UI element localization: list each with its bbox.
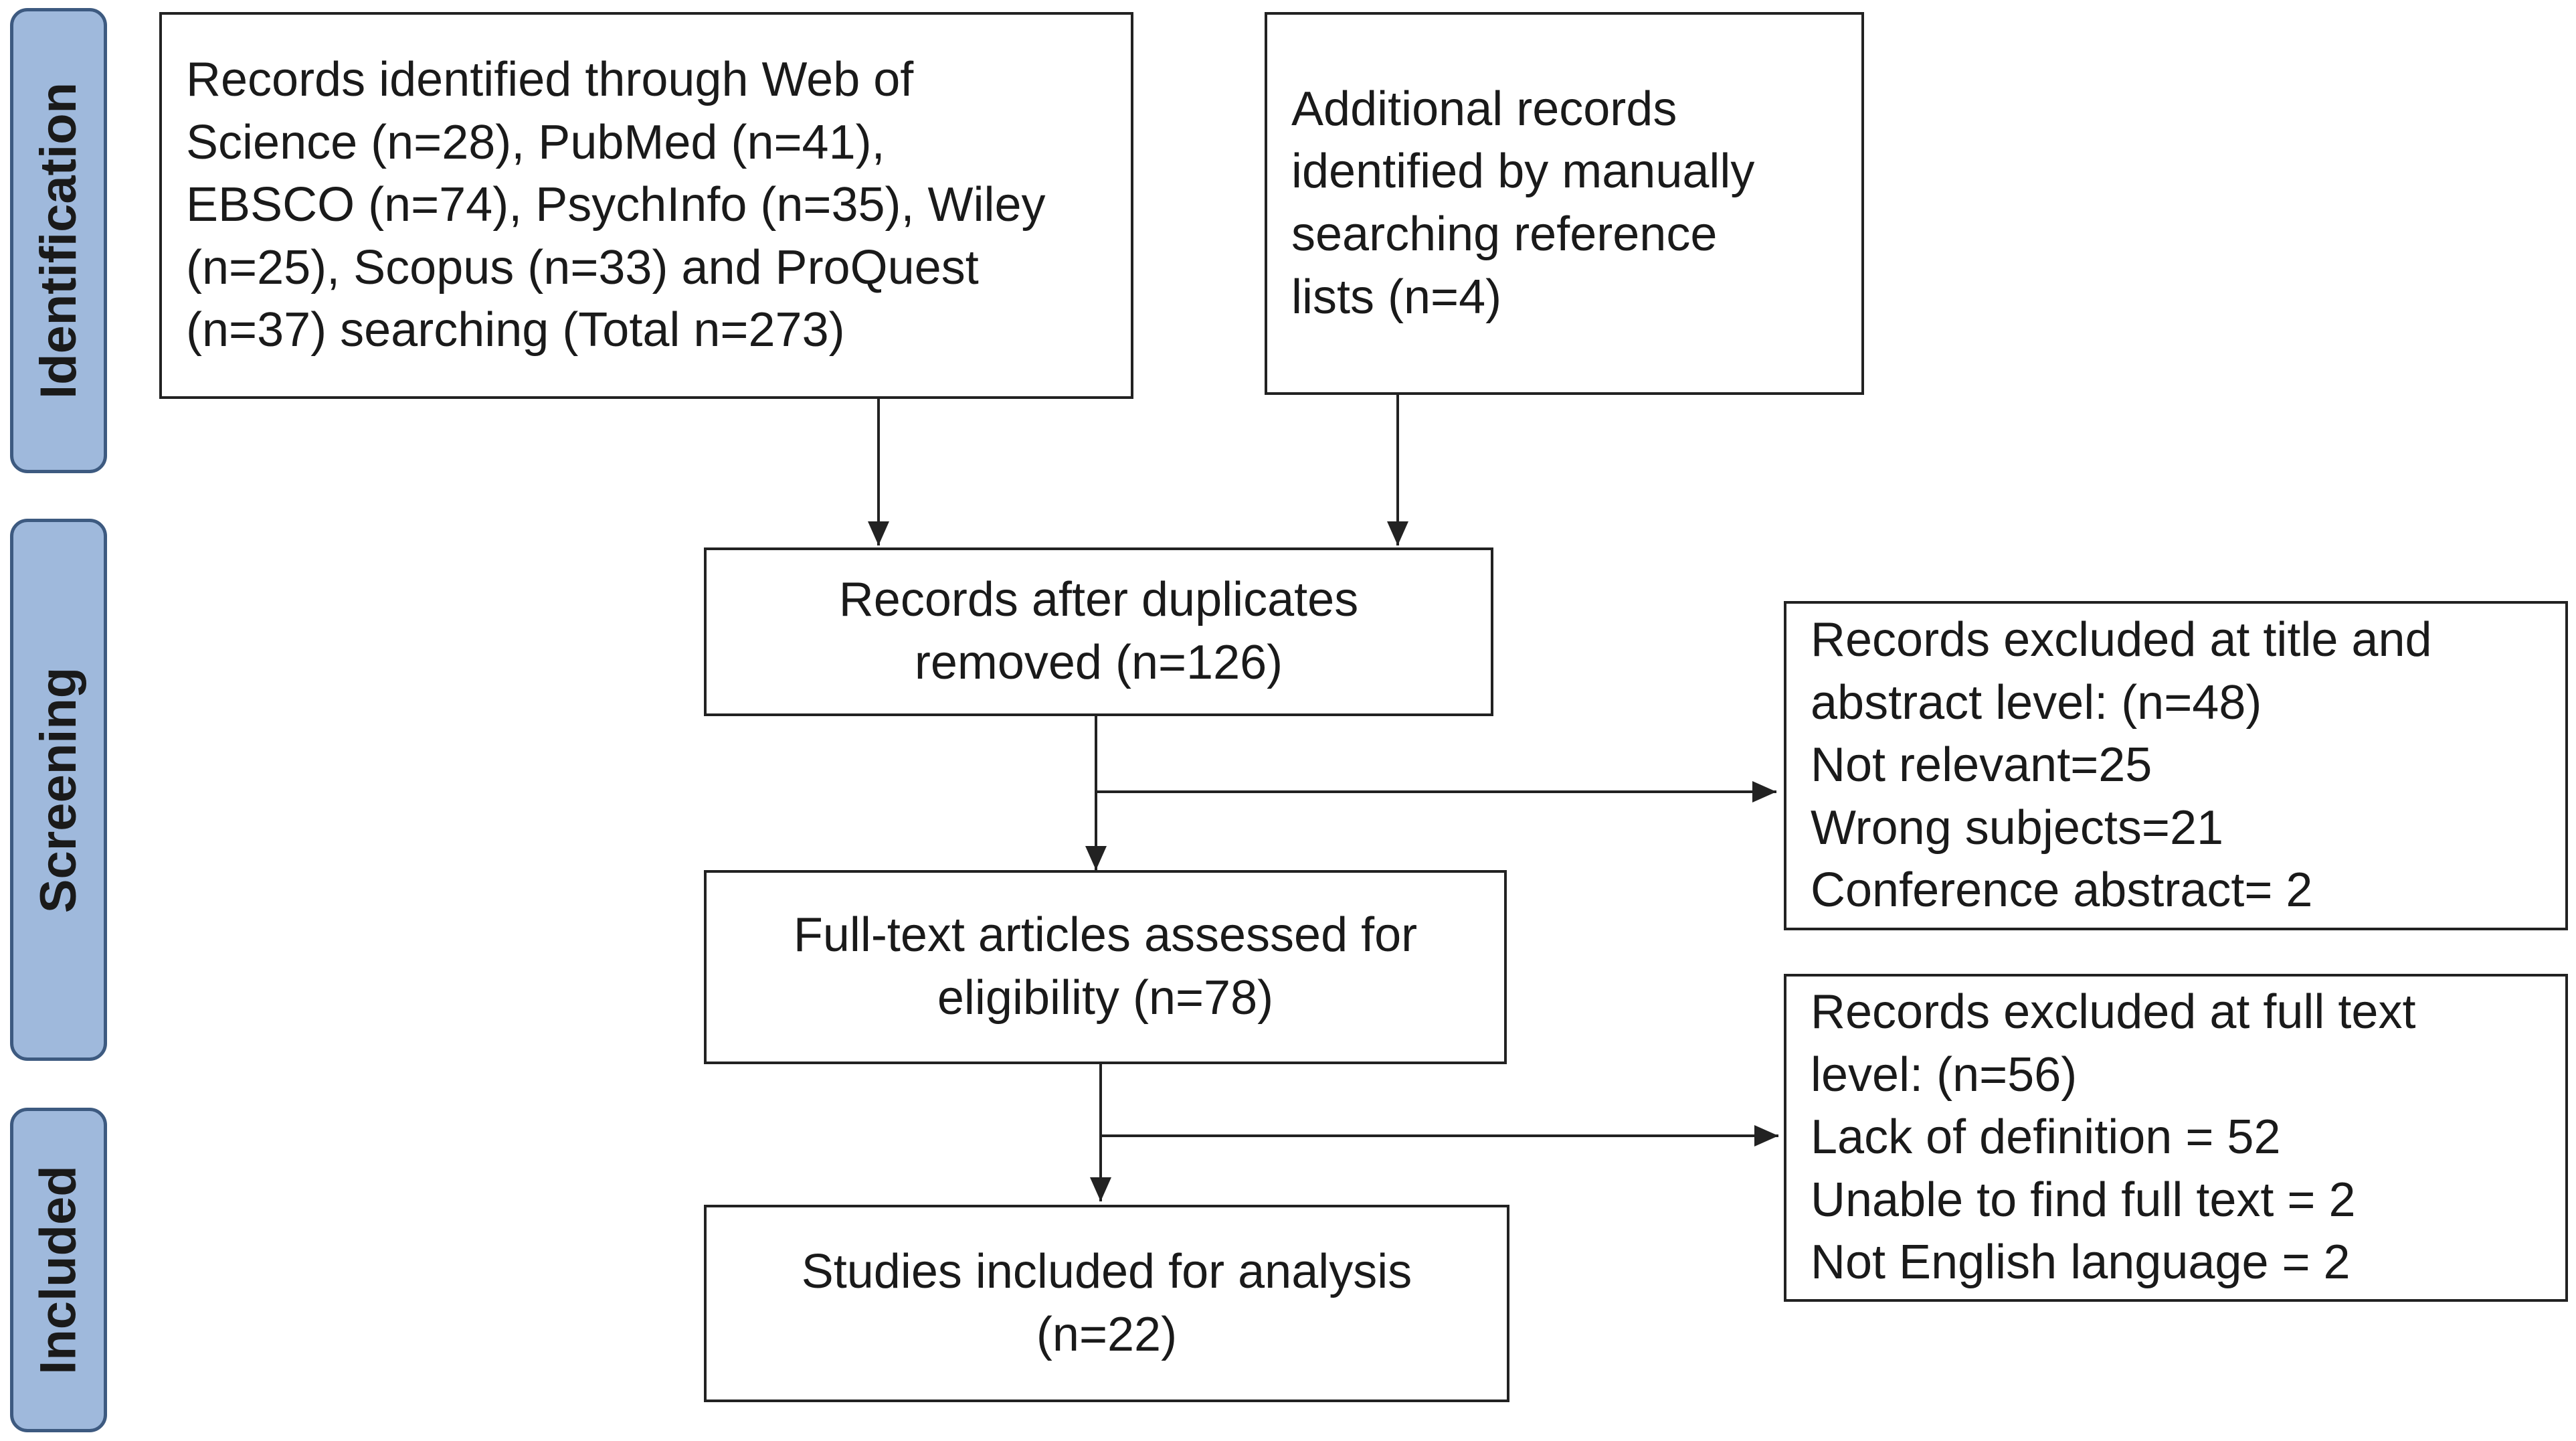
excluded-title-abstract-line: Records excluded at title and — [1811, 613, 2432, 667]
phase-screening: Screening — [10, 519, 107, 1061]
excluded-title-abstract-box: Records excluded at title and abstract l… — [1784, 601, 2568, 930]
full-text-assessed-line: Full-text articles assessed for — [793, 908, 1418, 962]
full-text-assessed-line: eligibility (n=78) — [937, 971, 1274, 1025]
database-search-line: Records identified through Web of — [186, 53, 914, 107]
excluded-full-text-line: Lack of definition = 52 — [1811, 1110, 2281, 1165]
database-search-box: Records identified through Web of Scienc… — [159, 12, 1133, 399]
phase-screening-label: Screening — [30, 667, 87, 913]
database-search-line: EBSCO (n=74), PsychInfo (n=35), Wiley — [186, 178, 1046, 232]
studies-included-box: Studies included for analysis (n=22) — [704, 1205, 1509, 1402]
manual-search-line: Additional records — [1291, 82, 1677, 136]
excluded-title-abstract-line: Not relevant=25 — [1811, 738, 2152, 792]
phase-identification: Identification — [10, 8, 107, 473]
full-text-assessed-box: Full-text articles assessed for eligibil… — [704, 870, 1507, 1064]
manual-search-box: Additional records identified by manuall… — [1265, 12, 1864, 395]
phase-included-label: Included — [30, 1165, 87, 1375]
database-search-line: (n=37) searching (Total n=273) — [186, 303, 845, 357]
after-duplicates-box: Records after duplicates removed (n=126) — [704, 547, 1493, 716]
excluded-full-text-line: Unable to find full text = 2 — [1811, 1173, 2356, 1227]
database-search-line: Science (n=28), PubMed (n=41), — [186, 115, 885, 169]
after-duplicates-line: removed (n=126) — [914, 636, 1283, 689]
manual-search-line: lists (n=4) — [1291, 270, 1502, 324]
manual-search-line: searching reference — [1291, 207, 1718, 261]
after-duplicates-line: Records after duplicates — [838, 573, 1359, 627]
phase-included: Included — [10, 1108, 107, 1432]
manual-search-line: identified by manually — [1291, 145, 1755, 199]
database-search-line: (n=25), Scopus (n=33) and ProQuest — [186, 240, 979, 294]
excluded-full-text-box: Records excluded at full text level: (n=… — [1784, 974, 2568, 1302]
excluded-full-text-line: level: (n=56) — [1811, 1047, 2078, 1102]
phase-identification-label: Identification — [30, 82, 88, 399]
excluded-title-abstract-line: Conference abstract= 2 — [1811, 863, 2313, 918]
excluded-title-abstract-line: Wrong subjects=21 — [1811, 800, 2224, 855]
excluded-full-text-line: Records excluded at full text — [1811, 985, 2416, 1039]
studies-included-line: (n=22) — [1036, 1307, 1178, 1361]
studies-included-line: Studies included for analysis — [801, 1244, 1412, 1298]
excluded-full-text-line: Not English language = 2 — [1811, 1236, 2351, 1290]
excluded-title-abstract-line: abstract level: (n=48) — [1811, 675, 2262, 730]
